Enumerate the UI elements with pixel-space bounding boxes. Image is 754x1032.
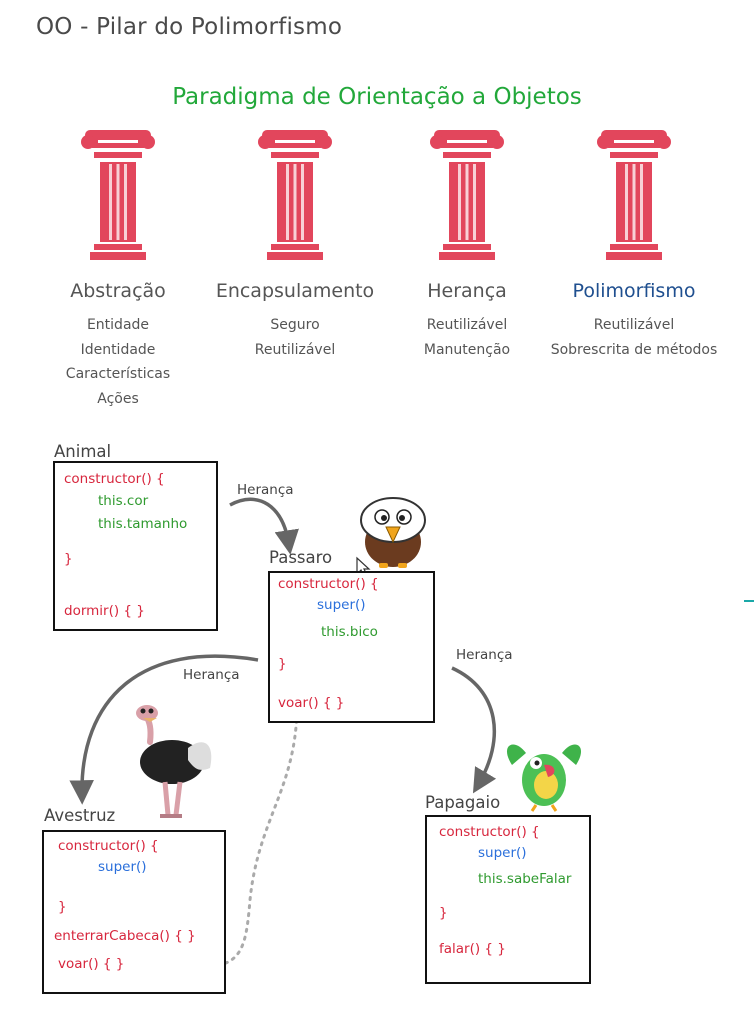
class-name-animal: Animal [54, 442, 112, 461]
arrow-label-heranca-3: Herança [456, 647, 513, 663]
code-line: enterrarCabeca() { } [54, 928, 196, 944]
code-line: falar() { } [439, 941, 506, 957]
desc-item: Ações [97, 390, 139, 407]
code-line: super() [478, 845, 527, 861]
pillar-name-encapsulamento: Encapsulamento [215, 280, 375, 302]
inheritance-arrow-animal-passaro [229, 497, 299, 555]
pillar-name-polimorfismo: Polimorfismo [572, 280, 696, 302]
code-line: super() [98, 859, 147, 875]
desc-item: Reutilizável [254, 341, 336, 358]
class-name-passaro: Passaro [269, 548, 333, 567]
class-box-animal: constructor() { this.cor this.tamanho } … [53, 461, 218, 631]
code-line: } [64, 551, 73, 567]
code-line: voar() { } [278, 695, 345, 711]
desc-item: Sobrescrita de métodos [550, 341, 718, 358]
edge-mark [744, 600, 754, 602]
code-line: constructor() { [278, 576, 379, 592]
class-name-avestruz: Avestruz [44, 806, 116, 825]
code-line: this.bico [321, 624, 378, 640]
code-line: } [439, 905, 448, 921]
pillar-name-heranca: Herança [427, 280, 507, 302]
page-title: OO - Pilar do Polimorfismo [36, 14, 343, 40]
ostrich-icon [136, 705, 212, 818]
code-line: dormir() { } [64, 603, 145, 619]
desc-item: Manutenção [423, 341, 511, 358]
desc-item: Entidade [86, 317, 150, 333]
code-line: } [278, 656, 287, 672]
desc-item: Reutilizável [426, 317, 508, 333]
pillar-desc-abstracao: Entidade Identidade Características Açõe… [8, 313, 228, 411]
pillar-desc-heranca: Reutilizável Manutenção [357, 313, 577, 362]
class-box-papagaio: constructor() { super() this.sabeFalar }… [425, 815, 591, 984]
code-line: } [58, 899, 67, 915]
arrow-label-heranca-2: Herança [183, 667, 240, 683]
code-line: this.tamanho [98, 516, 188, 532]
pillar-desc-polimorfismo: Reutilizável Sobrescrita de métodos [524, 313, 744, 362]
class-box-avestruz: constructor() { super() } enterrarCabeca… [42, 830, 226, 994]
class-box-passaro: constructor() { super() this.bico } voar… [268, 571, 435, 723]
desc-item: Identidade [80, 341, 156, 358]
code-line: constructor() { [439, 824, 540, 840]
eagle-icon [360, 497, 426, 568]
paradigm-title: Paradigma de Orientação a Objetos [172, 84, 582, 110]
code-line: constructor() { [64, 471, 165, 487]
code-line: this.sabeFalar [478, 871, 572, 887]
code-line: constructor() { [58, 838, 159, 854]
code-line: super() [317, 597, 366, 613]
inheritance-arrow-passaro-avestruz [69, 654, 259, 805]
pillar-desc-encapsulamento: Seguro Reutilizável [185, 313, 405, 362]
desc-item: Seguro [270, 317, 320, 333]
desc-item: Características [65, 366, 171, 382]
desc-item: Reutilizável [593, 317, 675, 333]
code-line: this.cor [98, 493, 149, 509]
inheritance-arrow-passaro-papagaio [451, 666, 497, 794]
parrot-icon [506, 744, 582, 812]
arrow-label-heranca-1: Herança [237, 482, 294, 498]
class-name-papagaio: Papagaio [425, 793, 501, 812]
code-line: voar() { } [58, 956, 125, 972]
pillar-name-abstracao: Abstração [70, 280, 166, 302]
